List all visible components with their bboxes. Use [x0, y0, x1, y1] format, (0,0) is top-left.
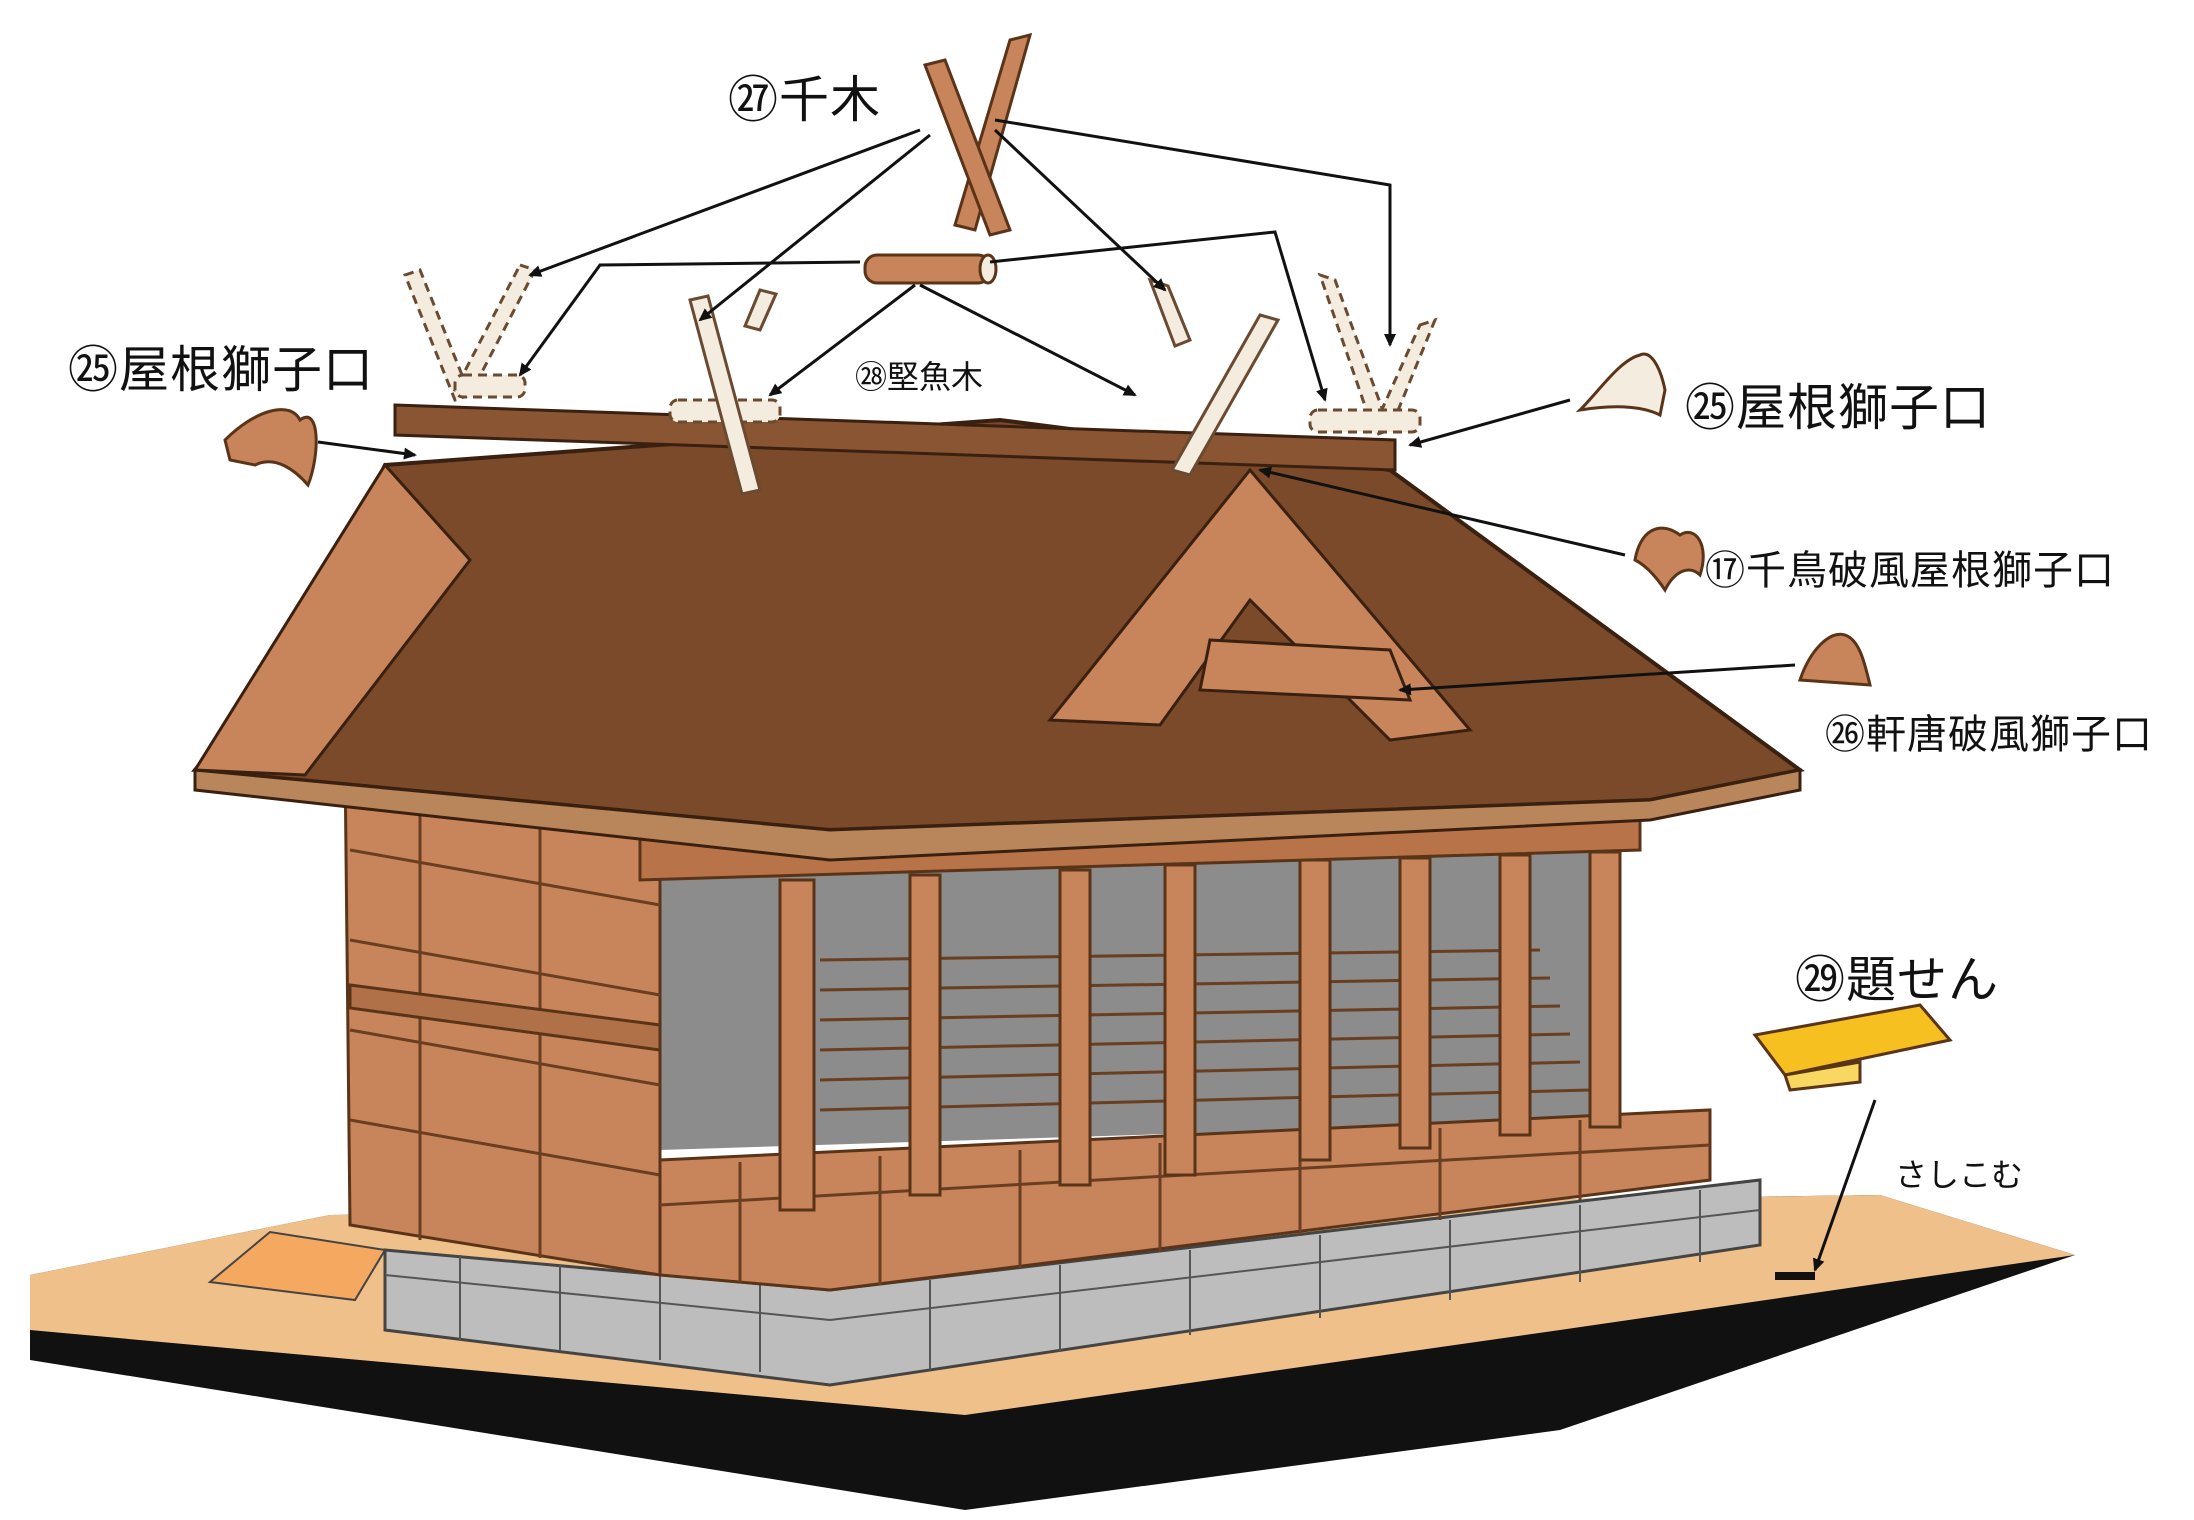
label-katsuogi: ㉘堅魚木: [855, 358, 984, 396]
yane-shishiguchi-left-part: [223, 408, 318, 488]
label-daisen: ㉙題せん: [1795, 951, 1999, 1009]
label-nokikara-hafu: ㉖軒唐破風獅子口: [1825, 712, 2153, 758]
label-yane-shishiguchi-left: ㉕屋根獅子口: [68, 341, 374, 399]
label-chidori-hafu: ⑰千鳥破風屋根獅子口: [1705, 548, 2115, 594]
yane-shishiguchi-right-part: [1575, 352, 1667, 418]
daisen-slot: [1775, 1272, 1815, 1280]
label-chigi: ㉗千木: [728, 71, 881, 129]
katsuogi-exploded-part: [863, 253, 998, 285]
daisen-plaque-part: [1752, 1003, 1953, 1092]
solid-roof-pieces: [688, 277, 1281, 496]
label-yane-shishiguchi-right: ㉕屋根獅子口: [1685, 379, 1991, 437]
label-sashikomu: さしこむ: [1895, 1156, 2024, 1194]
nokikara-shishiguchi-part: [1797, 632, 1872, 687]
main-roof: [191, 403, 1805, 862]
chidori-shishiguchi-part: [1633, 526, 1705, 593]
chigi-exploded-part: [922, 32, 1033, 237]
leader-arrows: [317, 118, 1877, 1272]
